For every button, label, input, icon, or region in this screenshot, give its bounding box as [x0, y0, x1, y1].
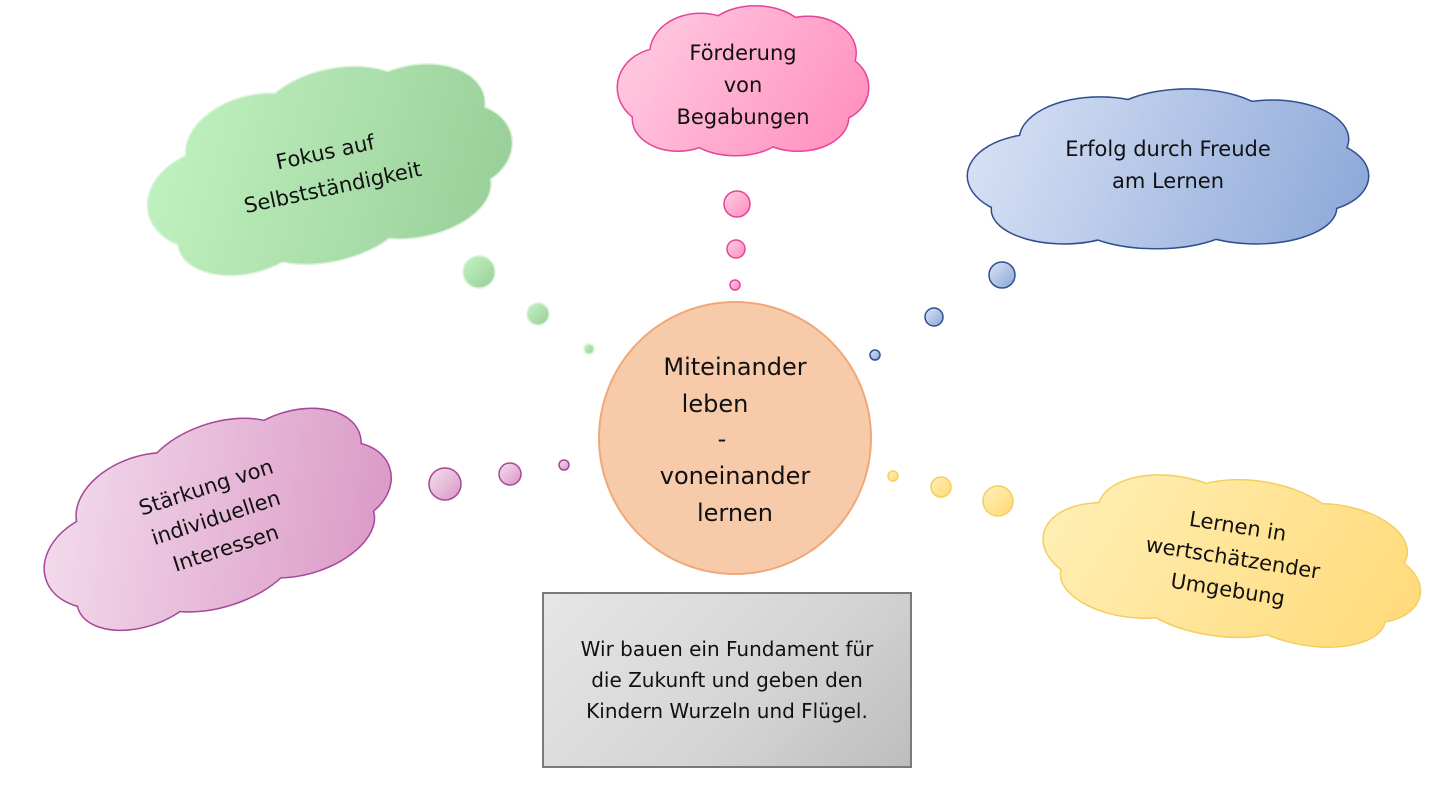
thought-bubble-dot [723, 190, 751, 218]
cloud-puff [1024, 123, 1312, 220]
footer-line: die Zukunft und geben den [591, 667, 863, 692]
thought-bubble-dot [583, 343, 595, 355]
center-line: lernen [697, 499, 773, 527]
cloud-freude: Erfolg durch Freude am Lernen [966, 88, 1370, 250]
thought-bubble-dot [982, 485, 1014, 517]
thought-bubble-dot [462, 255, 496, 289]
footer-line: Wir bauen ein Fundament für [580, 636, 874, 661]
center-node: Miteinander leben - voneinander lernen [598, 301, 872, 575]
center-line: leben [682, 390, 749, 418]
center-line: - [718, 425, 727, 453]
cloud-text: Erfolg durch Freude [1065, 137, 1271, 161]
cloud-text: von [724, 73, 763, 97]
cloud-puff [1097, 508, 1368, 613]
cloud-text: am Lernen [1112, 169, 1224, 193]
thought-bubble-dot [988, 261, 1016, 289]
thought-bubble-dot [526, 302, 550, 326]
cloud-text: Begabungen [676, 105, 809, 129]
cloud-puff [91, 453, 341, 584]
footer-line: Kindern Wurzeln und Flügel. [586, 698, 868, 723]
cloud-puff [653, 38, 833, 128]
center-line: voneinander [660, 462, 811, 490]
center-line: Miteinander [663, 353, 806, 381]
thought-bubble-dot [869, 349, 881, 361]
thought-bubble-dot [428, 467, 462, 501]
thought-bubble-dot [930, 476, 952, 498]
thought-bubble-dot [558, 459, 570, 471]
thought-bubble-dot [924, 307, 944, 327]
thought-bubble-dot [887, 470, 899, 482]
thought-bubble-dot [726, 239, 746, 259]
footer-box: Wir bauen ein Fundament für die Zukunft … [542, 592, 912, 768]
cloud-text: Förderung [689, 41, 796, 65]
thought-bubble-dot [498, 462, 522, 486]
thought-bubble-dot [729, 279, 741, 291]
cloud-puff [197, 106, 460, 231]
